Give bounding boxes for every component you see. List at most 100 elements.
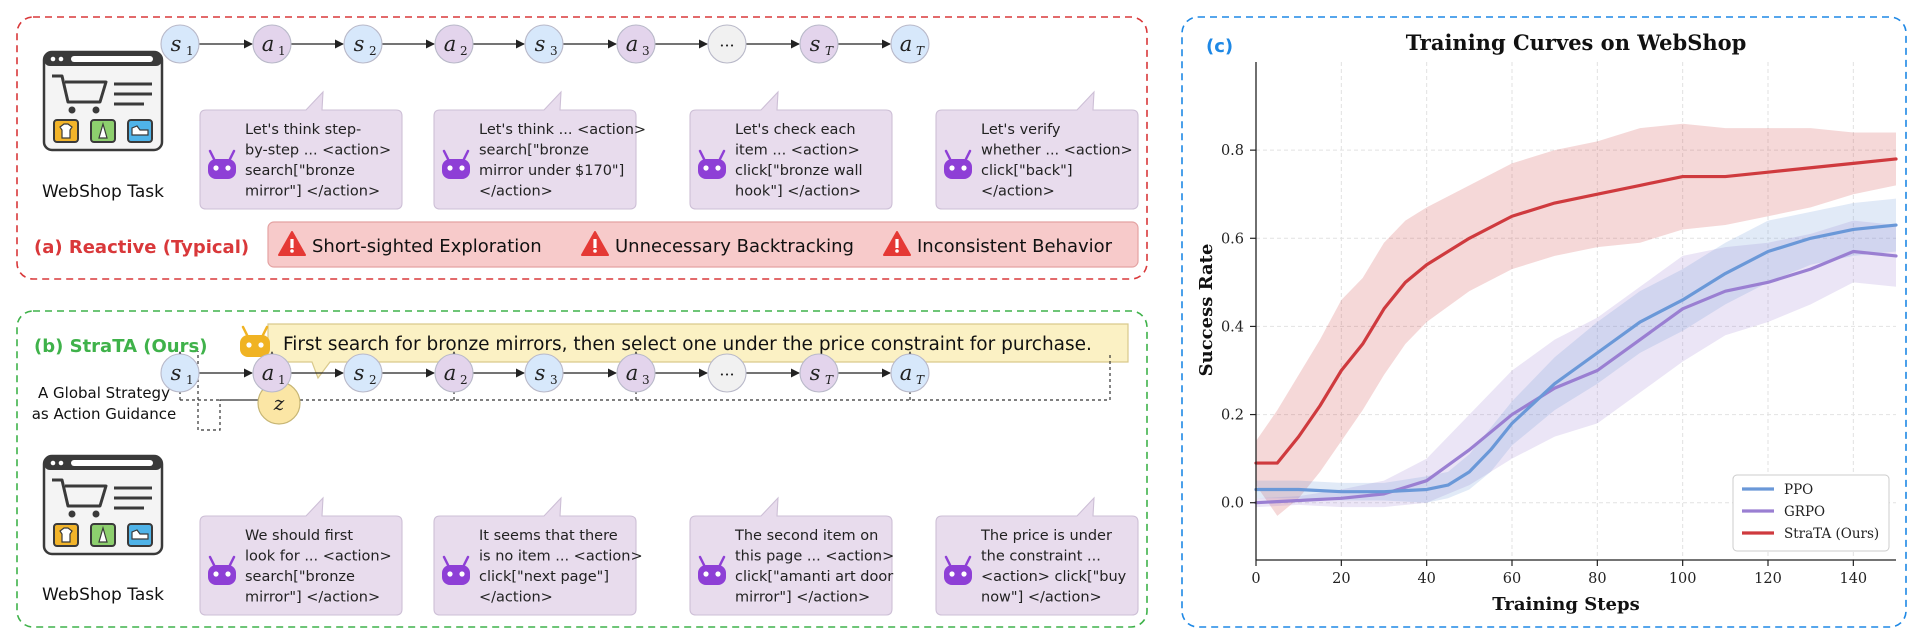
panel-a-label: (a) Reactive (Typical) (34, 237, 249, 258)
issue-label: Short-sighted Exploration (312, 236, 542, 257)
issues-list: Short-sighted Exploration Unnecessary Bac… (278, 231, 1113, 257)
chart-title: Training Curves on WebShop (1406, 30, 1747, 55)
x-tick-label: 40 (1417, 571, 1435, 587)
x-axis-label: Training Steps (1492, 594, 1639, 615)
node-subscript: 1 (278, 373, 286, 387)
strategy-caption-line1: A Global Strategy (38, 384, 170, 402)
bubble-line: click["bronze wall (735, 163, 863, 179)
webshop-task-label-b: WebShop Task (42, 585, 164, 605)
x-tick-label: 120 (1754, 571, 1782, 587)
panel-b-frame (16, 310, 1148, 628)
node-subscript: 1 (186, 373, 194, 387)
panel-a-frame (16, 16, 1148, 280)
bubble-line: Let's think ... <action> (479, 122, 646, 138)
node-label: s (354, 361, 365, 385)
y-tick-label: 0.4 (1221, 319, 1244, 335)
bubble-line: item ... <action> (735, 143, 860, 159)
x-tick-label: 20 (1332, 571, 1350, 587)
node-subscript: 3 (642, 373, 650, 387)
panel-c-label: (c) (1206, 36, 1233, 57)
bubble-line: the constraint ... (981, 549, 1101, 565)
thought-bubble: Let's think ... <action>search["bronzemi… (433, 90, 646, 210)
y-tick-label: 0.8 (1221, 143, 1244, 159)
bubble-line: The price is under (980, 528, 1112, 544)
panel-b: (b) StraTA (Ours) First search for bronz… (32, 323, 1139, 616)
series-line (1254, 249, 1898, 505)
legend-label: PPO (1784, 482, 1813, 498)
bubble-line: click["back"] (981, 163, 1073, 179)
node-subscript: T (825, 44, 834, 58)
series-band (1256, 220, 1896, 508)
node-label: a (262, 32, 275, 56)
x-tick-label: 60 (1503, 571, 1521, 587)
node-subscript: T (916, 44, 925, 58)
bubble-line: </action> (479, 590, 553, 606)
strategy-caption-line2: as Action Guidance (32, 405, 177, 423)
issue-label: Inconsistent Behavior (917, 236, 1113, 257)
bubble-line: search["bronze (479, 143, 589, 159)
node-subscript: 2 (460, 373, 468, 387)
node-label: s (535, 361, 546, 385)
node-subscript: 2 (369, 373, 377, 387)
bubble-line: mirror"] </action> (735, 590, 870, 606)
issue-item: Unnecessary Backtracking (581, 231, 854, 257)
node-label: a (626, 361, 639, 385)
bubble-line: hook"] </action> (735, 184, 861, 200)
node-label: a (262, 361, 275, 385)
bubble-line: Let's verify (981, 122, 1061, 138)
bubble-line: whether ... <action> (981, 143, 1133, 159)
bubble-line: is no item ... <action> (479, 549, 643, 565)
y-tick-label: 0.2 (1221, 408, 1244, 424)
bubble-line: look for ... <action> (245, 549, 392, 565)
x-tick-label: 80 (1588, 571, 1606, 587)
x-tick-label: 140 (1839, 571, 1867, 587)
series-band (1256, 198, 1896, 503)
x-tick-label: 0 (1251, 571, 1260, 587)
series-line (1254, 223, 1898, 494)
node-label: s (810, 32, 821, 56)
bubble-line: by-step ... <action> (245, 143, 391, 159)
node-label: s (171, 361, 182, 385)
panel-c: (c) Training Curves on WebShop 0 20 40 60 80… (1196, 30, 1898, 615)
issue-item: Inconsistent Behavior (883, 231, 1113, 257)
node-label: ··· (719, 36, 734, 55)
bubble-line: Let's think step- (245, 122, 361, 138)
bubble-line: mirror"] </action> (245, 590, 380, 606)
guidance-arrow (197, 351, 258, 431)
node-label: a (444, 32, 457, 56)
ellipsis-node: ··· (707, 24, 747, 64)
issue-item: Short-sighted Exploration (278, 231, 542, 257)
strategy-robot-icon (240, 325, 270, 357)
issues-bar (267, 221, 1139, 268)
series-line (1254, 157, 1898, 465)
node-label: s (535, 32, 546, 56)
node-label: s (171, 32, 182, 56)
ellipsis-node: ··· (707, 353, 747, 393)
webshop-task-label: WebShop Task (42, 182, 164, 202)
node-label: a (444, 361, 457, 385)
node-subscript: 1 (186, 44, 194, 58)
thought-bubbles-a: Let's think step-by-step ... <action> sea… (199, 90, 1139, 210)
webshop-icon (42, 50, 164, 152)
legend-label: StraTA (Ours) (1784, 526, 1879, 542)
bubble-line: We should first (245, 528, 353, 544)
